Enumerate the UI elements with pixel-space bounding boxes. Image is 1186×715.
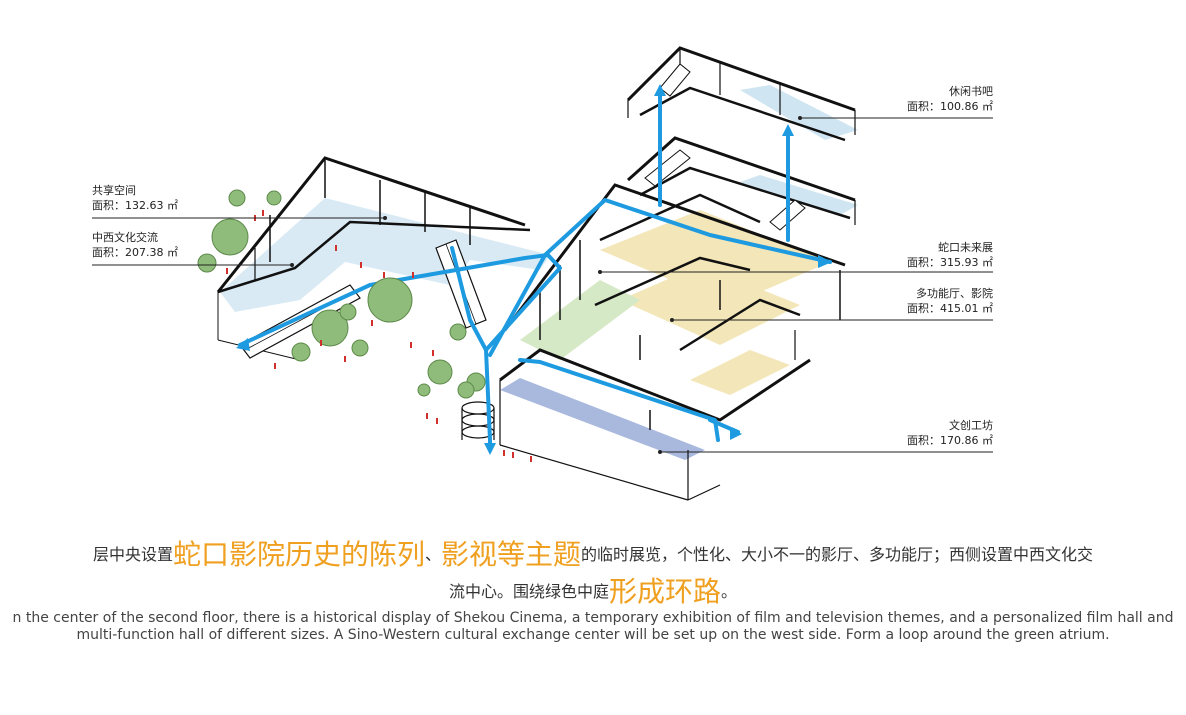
east-block: [499, 183, 846, 501]
zone-green-atrium: [520, 280, 640, 360]
label-creative-workshop-name: 文创工坊: [949, 419, 993, 432]
caption-cn-text: 的临时展览，个性化、大小不一的影厅、多功能厅；西侧设置中西文化交: [581, 545, 1094, 564]
label-cultural-exchange: 中西文化交流 面积：207.38 ㎡: [92, 230, 178, 260]
label-shared-space: 共享空间 面积：132.63 ㎡: [92, 183, 178, 213]
zone-shekou-future: [600, 210, 830, 305]
circulation-path: [238, 88, 832, 452]
zone-multi-hall: [620, 265, 800, 345]
label-creative-workshop-area: 面积：170.86 ㎡: [907, 434, 993, 447]
tree-icon: [228, 189, 246, 207]
tree-icon: [449, 323, 467, 341]
tree-icon: [417, 383, 431, 397]
caption-cn-highlight: 形成环路: [608, 575, 721, 608]
caption-cn-line2: 流中心。围绕绿色中庭形成环路。: [0, 570, 1186, 610]
top-floor: [626, 46, 858, 142]
leader-lines: [92, 117, 993, 453]
axonometric-diagram: [92, 46, 993, 501]
spiral-stair: [461, 401, 495, 440]
arrowheads: [236, 84, 832, 455]
caption-cn-highlight: 影视等主题: [441, 538, 582, 571]
caption-en-line2: multi-function hall of different sizes. …: [76, 627, 1110, 643]
zone-book-bar: [740, 85, 858, 140]
caption-cn-highlight: 蛇口影院历史的陈列: [172, 538, 425, 571]
caption-cn-line1: 层中央设置蛇口影院历史的陈列、影视等主题的临时展览，个性化、大小不一的影厅、多功…: [0, 533, 1186, 573]
zone-yellow-lower: [690, 350, 790, 395]
label-creative-workshop: 文创工坊 面积：170.86 ㎡: [907, 418, 993, 448]
label-shared-space-name: 共享空间: [92, 184, 136, 197]
caption-en-line1: n the center of the second floor, there …: [12, 610, 1174, 626]
label-shekou-future-area: 面积：315.93 ㎡: [907, 256, 993, 269]
people: [226, 210, 532, 462]
zone-creative-workshop: [500, 378, 705, 460]
west-wing-floor-zone: [220, 198, 550, 312]
label-multi-hall-name: 多功能厅、影院: [916, 287, 993, 300]
caption-cn-text: 。: [721, 582, 738, 601]
tree-icon: [266, 190, 282, 206]
tree-icon: [339, 303, 357, 321]
label-shared-space-area: 面积：132.63 ㎡: [92, 199, 178, 212]
caption-cn-text: 流中心。围绕绿色中庭: [448, 582, 609, 601]
tree-icon: [197, 253, 217, 273]
tree-icon: [351, 339, 369, 357]
label-book-bar-area: 面积：100.86 ㎡: [907, 100, 993, 113]
label-cultural-exchange-name: 中西文化交流: [92, 231, 158, 244]
caption-cn-text: 层中央设置: [92, 545, 173, 564]
trees: [197, 189, 486, 399]
label-cultural-exchange-area: 面积：207.38 ㎡: [92, 246, 178, 259]
label-multi-hall-area: 面积：415.01 ㎡: [907, 302, 993, 315]
tree-icon: [427, 359, 453, 385]
label-multi-hall: 多功能厅、影院 面积：415.01 ㎡: [907, 286, 993, 316]
label-book-bar-name: 休闲书吧: [949, 85, 993, 98]
tree-icon: [311, 309, 349, 347]
third-floor: [627, 136, 858, 231]
label-book-bar: 休闲书吧 面积：100.86 ㎡: [907, 84, 993, 114]
label-shekou-future-name: 蛇口未来展: [938, 241, 993, 254]
label-shekou-future: 蛇口未来展 面积：315.93 ㎡: [907, 240, 993, 270]
leader-dots: [290, 116, 802, 454]
tree-icon: [211, 218, 249, 256]
tree-icon: [367, 277, 413, 323]
caption-cn-text: 、: [424, 545, 441, 564]
tree-icon: [457, 381, 475, 399]
tree-icon: [291, 342, 311, 362]
